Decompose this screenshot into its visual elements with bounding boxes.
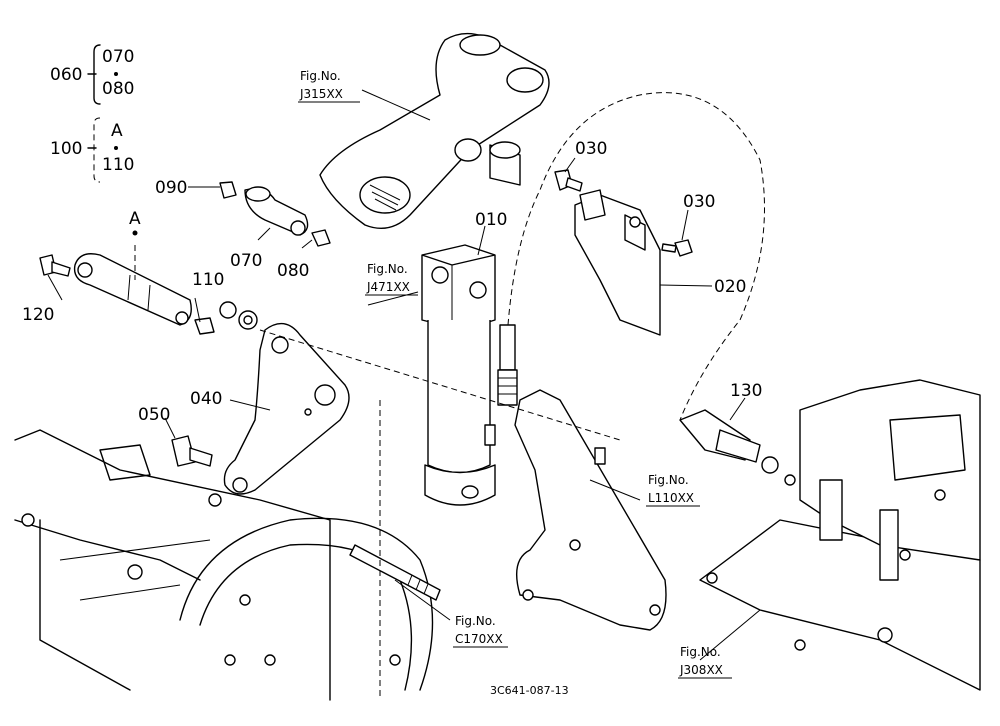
- valve-block: [699, 379, 981, 691]
- callout-A: A: [129, 209, 141, 229]
- legend-group1-child-2: 080: [102, 79, 134, 99]
- cover-bracket: [574, 189, 661, 336]
- bolt-030-b: [661, 239, 693, 257]
- callout-130: 130: [730, 381, 762, 401]
- callout-070: 070: [230, 251, 262, 271]
- bolt-030-a: [554, 169, 583, 192]
- pin-A: [73, 253, 192, 326]
- legend: 060 070 080 100 A 110: [50, 44, 134, 183]
- fig-ref-j471-line1: Fig.No.: [367, 262, 408, 276]
- fig-ref-l110-line2: L110XX: [648, 491, 694, 505]
- fig-ref-j471: Fig.No. J471XX: [365, 262, 418, 296]
- lift-arm: [319, 32, 550, 229]
- fig-ref-j471-line2: J471XX: [366, 280, 410, 294]
- legend-dot-2: [114, 146, 118, 150]
- callout-080: 080: [277, 261, 309, 281]
- callout-030-a: 030: [575, 139, 607, 159]
- callout-A-dot: [132, 230, 138, 236]
- callout-010: 010: [475, 210, 507, 230]
- callout-110: 110: [192, 270, 224, 290]
- legend-bracket-1: [87, 44, 101, 105]
- coupler-130: [679, 409, 796, 486]
- fig-ref-j315-line1: Fig.No.: [300, 69, 341, 83]
- hose-fitting: [497, 324, 518, 406]
- pipe-route-line: [507, 92, 765, 421]
- bolt-090: [219, 181, 237, 199]
- diagram-code: 3C641-087-13: [490, 684, 569, 697]
- hydraulic-cylinder: [421, 244, 496, 506]
- fitting-080: [311, 229, 331, 247]
- fig-ref-j308: Fig.No. J308XX: [678, 645, 732, 679]
- legend-dot-1: [114, 72, 118, 76]
- legend-group1-parent: 060: [50, 65, 82, 85]
- fig-ref-j308-line1: Fig.No.: [680, 645, 721, 659]
- transmission-case: [14, 429, 331, 701]
- legend-group1-child-1: 070: [102, 47, 134, 67]
- stud-bolt: [349, 544, 441, 601]
- pipe-fitting-050: [171, 435, 213, 467]
- fig-ref-j308-line2: J308XX: [679, 663, 723, 677]
- bolt-120: [39, 254, 71, 277]
- fig-ref-l110-line1: Fig.No.: [648, 473, 689, 487]
- mounting-plate: [514, 389, 667, 631]
- leader-lines: [47, 89, 761, 700]
- bushing-070: [244, 186, 309, 236]
- fig-ref-c170-line1: Fig.No.: [455, 614, 496, 628]
- callout-120: 120: [22, 305, 54, 325]
- legend-group2-child-1: A: [111, 121, 123, 141]
- fig-ref-j315-line2: J315XX: [299, 87, 343, 101]
- callout-090: 090: [155, 178, 187, 198]
- fig-ref-j315: Fig.No. J315XX: [298, 69, 360, 103]
- fig-ref-c170: Fig.No. C170XX: [453, 614, 508, 648]
- legend-group2-child-2: 110: [102, 155, 134, 175]
- callout-040: 040: [190, 389, 222, 409]
- grease-fitting-110: [194, 301, 258, 335]
- fig-ref-l110: Fig.No. L110XX: [646, 473, 700, 507]
- fig-ref-c170-line2: C170XX: [455, 632, 503, 646]
- legend-bracket-2: [93, 117, 101, 183]
- bracket-040: [223, 322, 350, 495]
- ring-housing: [179, 517, 434, 691]
- callout-050: 050: [138, 405, 170, 425]
- callout-020: 020: [714, 277, 746, 297]
- callout-030-b: 030: [683, 192, 715, 212]
- legend-group2-parent: 100: [50, 139, 82, 159]
